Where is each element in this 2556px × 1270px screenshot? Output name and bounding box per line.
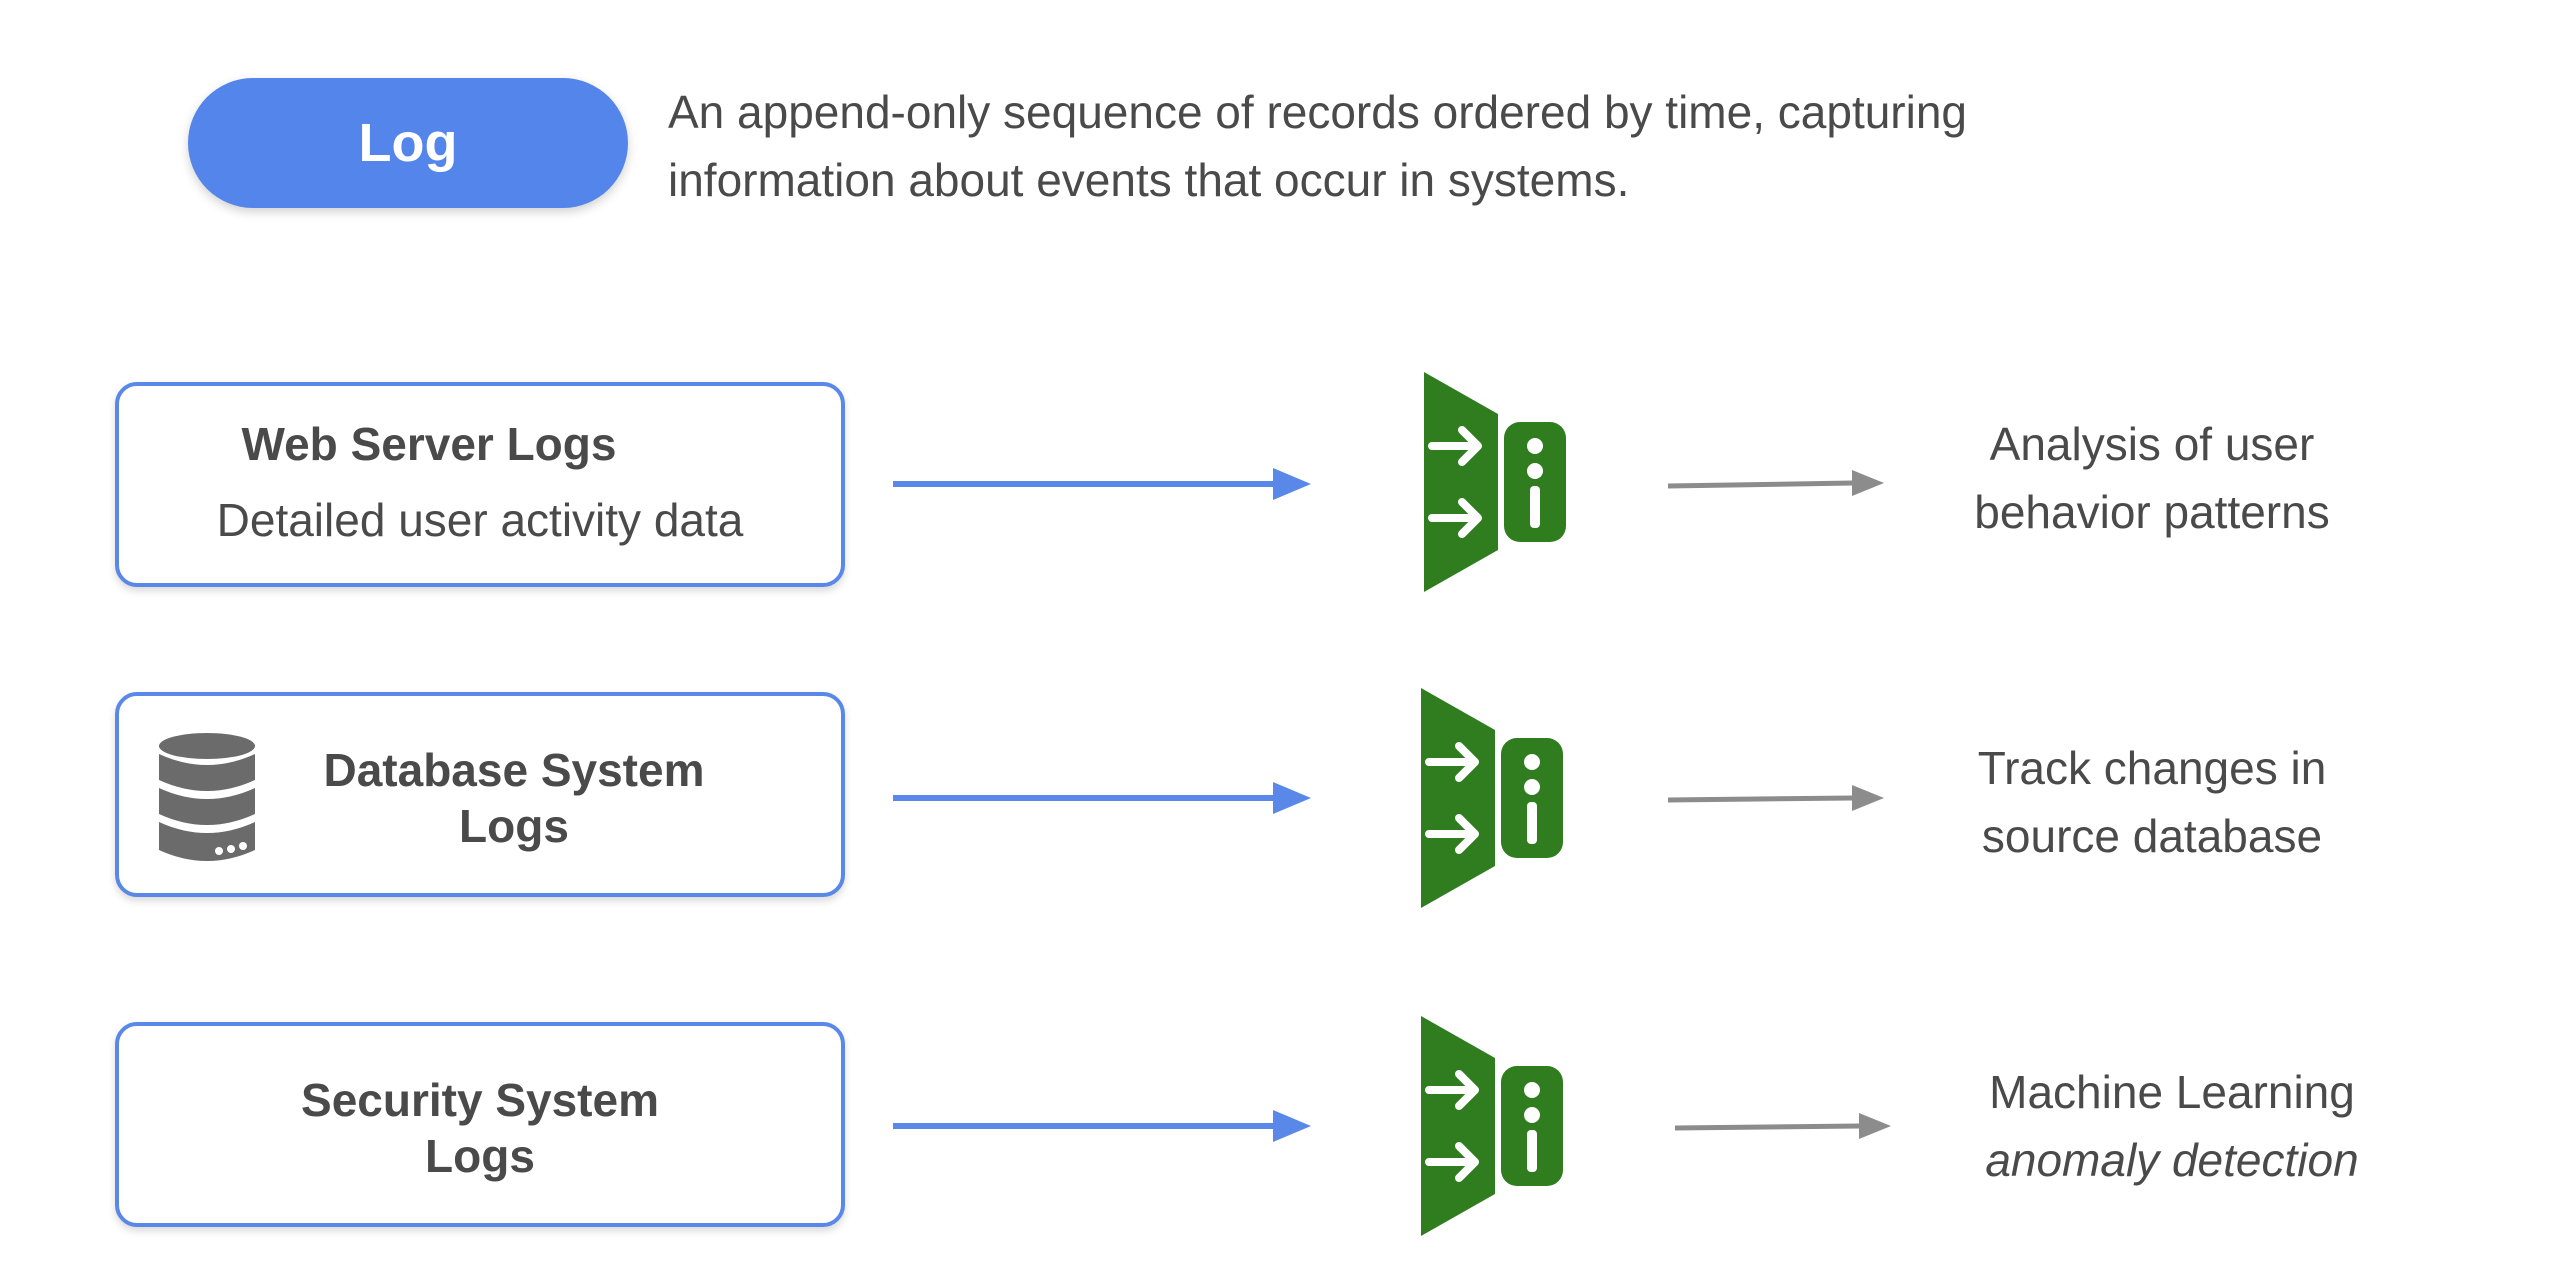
- log-pill-label: Log: [358, 113, 458, 173]
- log-pill: Log: [188, 78, 628, 208]
- definition-line-2: information about events that occur in s…: [668, 154, 1630, 206]
- gray-arrow-row-1: [1667, 470, 1884, 496]
- database-system-logs-box: Database System Logs: [115, 692, 845, 897]
- outcome-3-line-1: Machine Learning: [1989, 1066, 2355, 1118]
- log-ingest-server-icon: [1421, 688, 1563, 908]
- web-server-logs-box: Web Server Logs Detailed user activity d…: [115, 382, 845, 587]
- blue-arrow-row-1: [893, 468, 1311, 500]
- security-title-line-2: Logs: [425, 1130, 535, 1182]
- blue-arrow-row-3: [893, 1110, 1311, 1142]
- outcome-anomaly-detection: Machine Learning anomaly detection: [1892, 1058, 2452, 1194]
- log-definition: An append-only sequence of records order…: [668, 78, 2168, 214]
- security-system-logs-box: Security System Logs: [115, 1022, 845, 1227]
- security-system-logs-title: Security System Logs: [119, 1072, 841, 1184]
- database-system-logs-title: Database System Logs: [279, 742, 749, 854]
- outcome-2-line-1: Track changes in: [1977, 742, 2327, 794]
- log-ingest-server-icon: [1424, 372, 1566, 592]
- outcome-3-line-2: anomaly detection: [1985, 1134, 2359, 1186]
- outcome-user-behavior: Analysis of user behavior patterns: [1872, 410, 2432, 546]
- outcome-track-changes: Track changes in source database: [1872, 734, 2432, 870]
- database-icon: [159, 733, 255, 861]
- gray-arrow-row-3: [1674, 1113, 1891, 1139]
- outcome-2-line-2: source database: [1981, 810, 2323, 862]
- web-server-logs-title: Web Server Logs: [241, 418, 617, 470]
- web-server-logs-subtitle: Detailed user activity data: [216, 494, 744, 546]
- database-title-line-1: Database System: [323, 744, 705, 796]
- gray-arrow-row-2: [1667, 785, 1884, 811]
- outcome-1-line-1: Analysis of user: [1989, 418, 2315, 470]
- outcome-1-line-2: behavior patterns: [1974, 486, 2330, 538]
- security-title-line-1: Security System: [301, 1074, 659, 1126]
- database-title-line-2: Logs: [459, 800, 569, 852]
- log-ingest-server-icon: [1421, 1016, 1563, 1236]
- blue-arrow-row-2: [893, 782, 1311, 814]
- definition-line-1: An append-only sequence of records order…: [668, 86, 1968, 138]
